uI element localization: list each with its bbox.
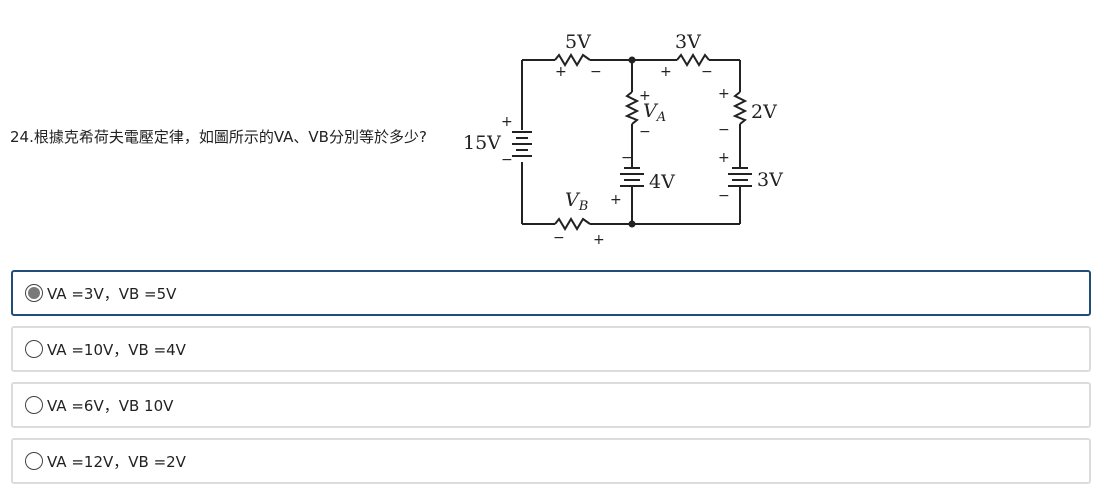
- circuit-diagram: 5V 3V 15V VA 2V 4V 3V VB + − + − + − + −…: [463, 31, 783, 248]
- junction-bottom: [628, 220, 636, 228]
- sign-15v-plus: +: [501, 114, 513, 130]
- radio-button[interactable]: [25, 396, 43, 414]
- sign-3vb-minus: −: [718, 188, 730, 204]
- sign-4v-minus: −: [621, 150, 633, 166]
- resistor-5v: [554, 53, 591, 67]
- sign-3vb-plus: +: [718, 150, 730, 166]
- label-va: VA: [643, 100, 666, 125]
- junction-top: [628, 56, 636, 64]
- label-15v: 15V: [463, 132, 501, 154]
- question-text: 24.根據克希荷夫電壓定律，如圖所示的VA、VB分別等於多少?: [10, 128, 427, 146]
- label-2v: 2V: [751, 101, 777, 123]
- sign-2v-minus: −: [718, 122, 730, 138]
- label-3v-battery: 3V: [757, 169, 783, 191]
- sign-3v-plus: +: [660, 64, 672, 80]
- label-vb: VB: [565, 189, 588, 214]
- option-label: VA =10V，VB =4V: [47, 340, 186, 359]
- label-3v: 3V: [675, 31, 701, 53]
- radio-button[interactable]: [25, 340, 43, 358]
- label-4v: 4V: [649, 171, 675, 193]
- sign-3v-minus: −: [701, 64, 713, 80]
- sign-vb-plus: +: [593, 232, 605, 248]
- sign-va-plus: +: [639, 88, 651, 104]
- option-1[interactable]: VA =3V，VB =5V: [11, 270, 1091, 316]
- option-4[interactable]: VA =12V，VB =2V: [11, 438, 1091, 484]
- resistor-2v: [732, 91, 748, 125]
- sign-4v-plus: +: [610, 192, 622, 208]
- label-5v: 5V: [565, 31, 591, 53]
- resistor-3v: [676, 53, 710, 67]
- sign-15v-minus: −: [501, 152, 513, 168]
- radio-button[interactable]: [25, 284, 43, 302]
- sign-5v-plus: +: [555, 64, 567, 80]
- sign-2v-plus: +: [718, 86, 730, 102]
- resistor-va: [624, 91, 640, 125]
- sign-5v-minus: −: [590, 64, 602, 80]
- option-label: VA =3V，VB =5V: [47, 284, 177, 303]
- sign-va-minus: −: [639, 124, 651, 140]
- radio-dot: [28, 287, 40, 299]
- resistor-vb: [554, 217, 591, 231]
- circuit-wires: [521, 59, 741, 225]
- answer-options: VA =3V，VB =5V VA =10V，VB =4V VA =6V，VB 1…: [11, 270, 1091, 494]
- radio-button[interactable]: [25, 452, 43, 470]
- option-3[interactable]: VA =6V，VB 10V: [11, 382, 1091, 428]
- sign-vb-minus: −: [553, 230, 565, 246]
- battery-3v: [728, 167, 752, 187]
- battery-15v: [512, 131, 532, 157]
- option-label: VA =12V，VB =2V: [47, 452, 186, 471]
- battery-4v: [620, 167, 644, 187]
- option-2[interactable]: VA =10V，VB =4V: [11, 326, 1091, 372]
- option-label: VA =6V，VB 10V: [47, 396, 174, 415]
